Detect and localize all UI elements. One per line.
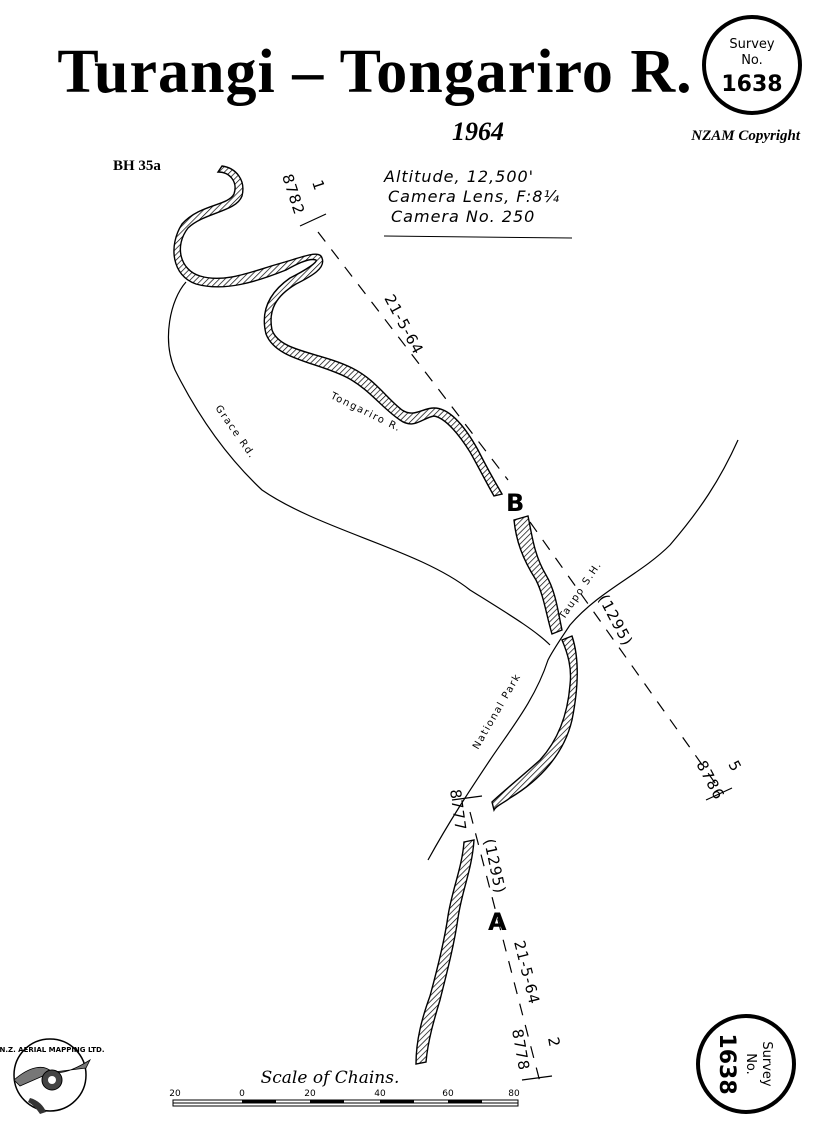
scale-seg [310, 1100, 344, 1103]
tick-8786 [705, 787, 733, 801]
survey-seal-top: Survey No. 1638 [702, 15, 802, 115]
sheet-reference: BH 35a [113, 158, 161, 174]
seal-top-survey: Survey [729, 37, 775, 52]
flight-camera: Camera No. 250 [391, 207, 535, 226]
tongariro-river-upper [173, 165, 504, 497]
survey-seal-bottom: Survey No. 1638 [696, 1014, 796, 1114]
flight-lens: Camera Lens, F:8¼ [388, 187, 560, 206]
point-b-label: B [506, 489, 524, 517]
seal-bottom-number: 1638 [714, 1033, 739, 1094]
seal-bottom-no: No. [743, 1053, 758, 1075]
point-a-label: A [488, 908, 507, 936]
flight-altitude: Altitude, 12,500' [383, 167, 534, 186]
flight-info: Altitude, 12,500' Camera Lens, F:8¼ Came… [383, 167, 573, 239]
flight-line-lower [469, 811, 541, 1083]
company-logo: N.Z. AERIAL MAPPING LTD. [0, 1038, 105, 1114]
flight-line-upper [317, 231, 509, 481]
scale-title: Scale of Chains. [261, 1068, 400, 1088]
lower-date: 21-5-64 [510, 939, 543, 1007]
map-title: Turangi – Tongariro R. [57, 38, 692, 106]
logo-text: N.Z. AERIAL MAPPING LTD. [0, 1046, 105, 1054]
scale-tick: 60 [442, 1089, 454, 1099]
national-park-label: National Park [471, 672, 524, 752]
frame-8777: 8777 [446, 788, 470, 832]
frame-8782-run: 1 [308, 178, 328, 194]
upper-date: 21-5-64 [380, 291, 427, 357]
scale-bar: Scale of Chains. 20 0 20 40 60 80 [169, 1068, 520, 1107]
scale-seg [380, 1100, 414, 1103]
tick-8777 [451, 795, 483, 801]
tongariro-river-lower-bend [491, 635, 578, 813]
scale-tick: 20 [169, 1089, 181, 1099]
lower-run-number: 2 [544, 1036, 564, 1050]
copyright-notice: NZAM Copyright [690, 128, 801, 144]
logo-wing-right [53, 1058, 91, 1073]
flight-info-rule [383, 235, 573, 239]
scale-tick: 80 [508, 1089, 520, 1099]
grace-road [168, 281, 551, 646]
scale-tick: 40 [374, 1089, 386, 1099]
seal-top-no: No. [741, 53, 763, 68]
lower-code: (1295) [480, 837, 509, 895]
survey-year: 1964 [452, 117, 504, 146]
frame-8786: 8786 [692, 757, 728, 803]
scale-seg [242, 1100, 276, 1103]
upper-code: (1295) [594, 591, 636, 649]
frame-8778: 8778 [508, 1028, 533, 1073]
frame-8782: 8782 [278, 172, 308, 218]
scale-tick: 20 [304, 1089, 316, 1099]
scale-tick: 0 [239, 1089, 245, 1099]
tongariro-river-lower [415, 839, 475, 1065]
flight-line-run5 [529, 521, 721, 791]
logo-nz-outline [28, 1098, 46, 1114]
grace-road-label: Grace Rd. [213, 403, 258, 461]
state-highway [427, 439, 739, 861]
tick-8782 [299, 213, 327, 227]
tongariro-river-middle [513, 515, 563, 635]
scale-seg [448, 1100, 482, 1103]
seal-bottom-survey: Survey [759, 1041, 774, 1087]
run-5-number: 5 [724, 757, 745, 775]
tick-8778 [521, 1075, 553, 1081]
seal-top-number: 1638 [721, 72, 782, 97]
